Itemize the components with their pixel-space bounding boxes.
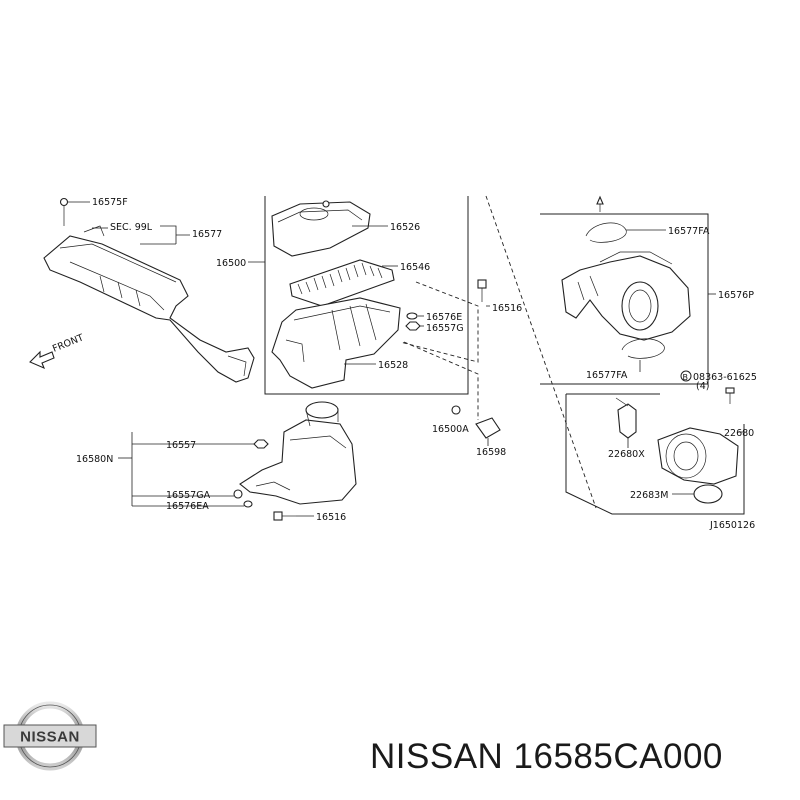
logo-wordmark: NISSAN [20,729,80,746]
label-16516-lower: 16516 [316,512,346,523]
label-16576EA: 16576EA [166,501,209,512]
label-22683M: 22683M [630,490,668,501]
o-ring-part [693,484,723,504]
screw-part [725,387,735,404]
label-16526: 16526 [390,222,420,233]
collar-part [243,500,253,508]
label-16557G: 16557G [426,323,464,334]
bolt-part-lower [273,511,296,521]
part-number-caption: NISSAN 16585CA000 [370,737,723,776]
hose-clamp-lower [621,338,665,359]
label-b-circle: B [683,373,689,382]
label-16500: 16500 [216,258,246,269]
bolt-part [477,279,487,302]
front-arrow-icon [29,350,55,370]
label-08363-qty: (4) [696,381,709,392]
label-16577FA-upper: 16577FA [668,226,710,237]
nissan-logo: NISSAN [3,701,97,771]
label-16557GA: 16557GA [166,490,211,501]
reference-code: J1650126 [709,520,755,531]
air-duct-part [43,197,255,383]
bracket-part [451,405,501,439]
label-16575F: 16575F [92,197,128,208]
grommet-part-lower [233,489,243,499]
label-16577: 16577 [192,229,222,240]
label-16577FA-lower: 16577FA [586,370,628,381]
mass-air-flow-sensor-part [657,427,739,485]
nut-part [405,321,421,331]
label-22680: 22680 [724,428,754,439]
air-cleaner-case-part [271,297,401,389]
label-16528: 16528 [378,360,408,371]
label-16557: 16557 [166,440,196,451]
sensor-clip-part [615,397,637,439]
label-16516-upper: 16516 [492,303,522,314]
intake-hose-part [561,251,691,341]
label-22680X: 22680X [608,449,645,460]
label-08363-61625: 08363-61625 [693,372,757,383]
arrow-up-icon [596,195,604,205]
resonator-part [239,401,357,505]
label-16580N: 16580N [76,454,113,465]
air-filter-element-part [289,259,395,307]
label-front: FRONT [51,332,85,354]
label-sec-99l: SEC. 99L [110,222,153,233]
label-16576P: 16576P [718,290,754,301]
air-cleaner-cover-part [271,200,371,257]
label-16576E: 16576E [426,312,462,323]
label-16546: 16546 [400,262,430,273]
hose-clamp-upper [585,222,627,243]
label-16598: 16598 [476,447,506,458]
nut-part-lower [253,439,269,449]
label-16500A: 16500A [432,424,469,435]
grommet-part [406,312,418,320]
